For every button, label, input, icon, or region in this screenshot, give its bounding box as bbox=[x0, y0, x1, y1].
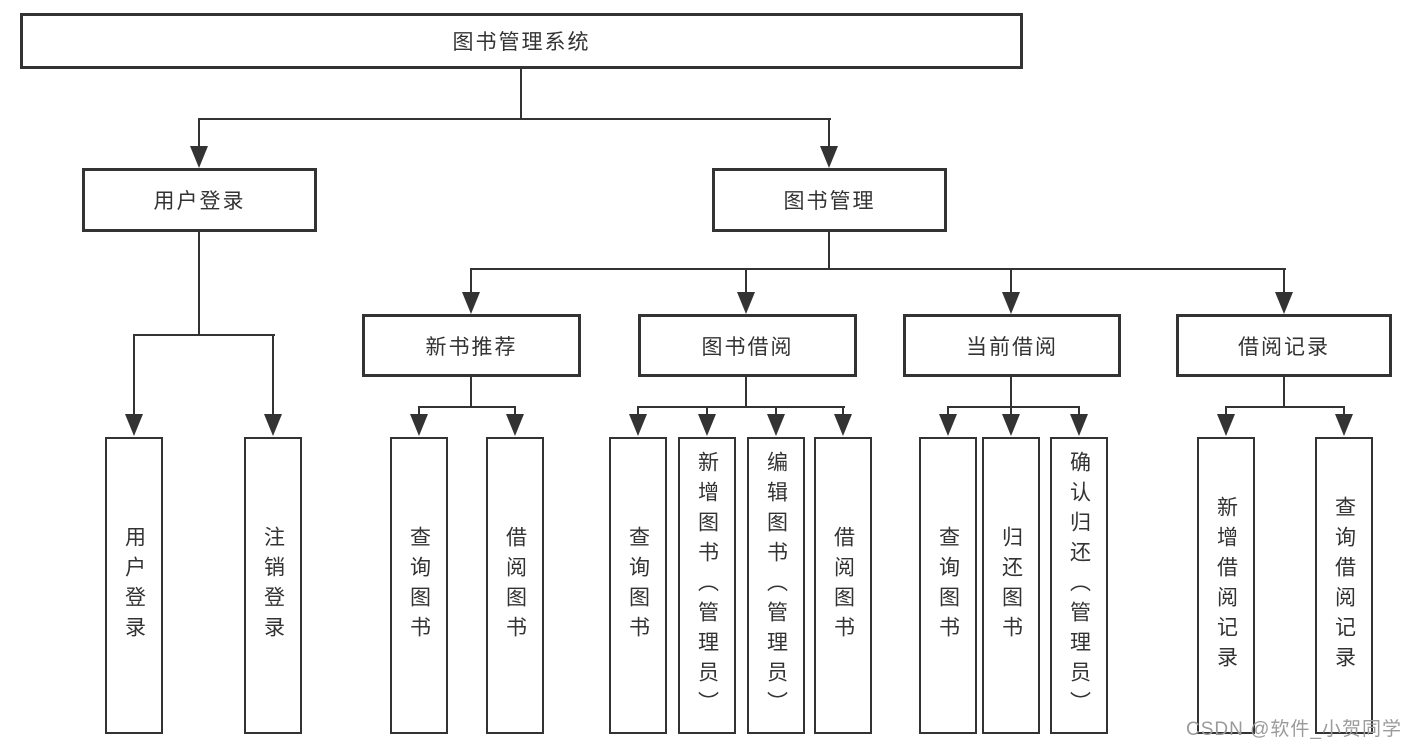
connector-line bbox=[637, 406, 845, 408]
connector-line bbox=[198, 118, 831, 120]
arrow-down-icon bbox=[820, 146, 838, 168]
leaf-confirm-return-admin: 确认归还（管理员） bbox=[1050, 437, 1108, 734]
arrow-down-icon bbox=[834, 414, 852, 436]
connector-line bbox=[842, 406, 844, 416]
node-label: 新增图书（管理员） bbox=[695, 450, 719, 721]
connector-line bbox=[1078, 406, 1080, 416]
arrow-down-icon bbox=[506, 414, 524, 436]
arrow-down-icon bbox=[1335, 414, 1353, 436]
arrow-down-icon bbox=[737, 292, 755, 314]
connector-line bbox=[418, 406, 420, 416]
leaf-query-books-borrowing: 查询图书 bbox=[609, 437, 667, 734]
connector-line bbox=[520, 69, 522, 119]
connector-line bbox=[1225, 406, 1227, 416]
arrow-down-icon bbox=[1275, 292, 1293, 314]
connector-line bbox=[1343, 406, 1345, 416]
connector-line bbox=[828, 118, 830, 148]
connector-line bbox=[1010, 377, 1012, 407]
leaf-logout: 注销登录 bbox=[244, 437, 302, 734]
leaf-edit-book-admin: 编辑图书（管理员） bbox=[747, 437, 805, 734]
connector-line bbox=[470, 377, 472, 407]
node-label: 图书管理 bbox=[783, 190, 876, 213]
connector-line bbox=[1283, 268, 1285, 294]
watermark: CSDN @软件_小贺同学 bbox=[1186, 719, 1402, 740]
connector-line bbox=[1283, 377, 1285, 407]
node-label: 查询图书 bbox=[626, 525, 650, 646]
connector-line bbox=[514, 406, 516, 416]
connector-line bbox=[947, 406, 1080, 408]
connector-line bbox=[1010, 268, 1012, 294]
connector-line bbox=[706, 406, 708, 416]
leaf-query-borrow-record: 查询借阅记录 bbox=[1315, 437, 1373, 734]
connector-line bbox=[775, 406, 777, 416]
connector-line bbox=[133, 334, 275, 336]
connector-line bbox=[418, 406, 516, 408]
node-label: 编辑图书（管理员） bbox=[764, 450, 788, 721]
node-library-management-system: 图书管理系统 bbox=[20, 13, 1023, 69]
leaf-return-book: 归还图书 bbox=[982, 437, 1040, 734]
node-label: 当前借阅 bbox=[966, 335, 1058, 359]
connector-line bbox=[470, 268, 472, 294]
connector-line bbox=[745, 377, 747, 407]
arrow-down-icon bbox=[264, 414, 282, 436]
node-user-login: 用户登录 bbox=[82, 168, 317, 232]
arrow-down-icon bbox=[410, 414, 428, 436]
node-label: 归还图书 bbox=[999, 525, 1023, 646]
leaf-borrow-books-borrowing: 借阅图书 bbox=[814, 437, 872, 734]
node-label: 确认归还（管理员） bbox=[1067, 450, 1091, 721]
node-book-management: 图书管理 bbox=[712, 168, 947, 232]
arrow-down-icon bbox=[1070, 414, 1088, 436]
node-label: 图书借阅 bbox=[701, 335, 794, 359]
node-label: 借阅记录 bbox=[1238, 335, 1330, 359]
leaf-query-books-recommend: 查询图书 bbox=[390, 437, 448, 734]
node-label: 查询图书 bbox=[936, 525, 960, 646]
node-label: 新增借阅记录 bbox=[1214, 495, 1238, 676]
node-current-borrowing: 当前借阅 bbox=[903, 314, 1121, 377]
connector-line bbox=[198, 118, 200, 148]
arrow-down-icon bbox=[1002, 292, 1020, 314]
node-label: 查询图书 bbox=[407, 525, 431, 646]
connector-line bbox=[947, 406, 949, 416]
leaf-add-borrow-record: 新增借阅记录 bbox=[1197, 437, 1255, 734]
connector-line bbox=[1225, 406, 1345, 408]
arrow-down-icon bbox=[629, 414, 647, 436]
arrow-down-icon bbox=[1002, 414, 1020, 436]
connector-line bbox=[198, 232, 200, 336]
node-borrowing-records: 借阅记录 bbox=[1176, 314, 1392, 377]
leaf-add-book-admin: 新增图书（管理员） bbox=[678, 437, 736, 734]
arrow-down-icon bbox=[939, 414, 957, 436]
connector-line bbox=[828, 232, 830, 270]
leaf-query-books-current: 查询图书 bbox=[919, 437, 977, 734]
node-label: 用户登录 bbox=[153, 190, 246, 213]
node-label: 查询借阅记录 bbox=[1332, 495, 1356, 676]
leaf-user-login: 用户登录 bbox=[105, 437, 163, 734]
node-label: 图书管理系统 bbox=[452, 31, 591, 54]
arrow-down-icon bbox=[125, 414, 143, 436]
arrow-down-icon bbox=[190, 146, 208, 168]
arrow-down-icon bbox=[462, 292, 480, 314]
connector-line bbox=[745, 268, 747, 294]
leaf-borrow-books-recommend: 借阅图书 bbox=[486, 437, 544, 734]
node-label: 注销登录 bbox=[261, 525, 285, 646]
node-label: 借阅图书 bbox=[831, 525, 855, 646]
arrow-down-icon bbox=[1217, 414, 1235, 436]
node-new-book-recommendation: 新书推荐 bbox=[362, 314, 581, 377]
node-book-borrowing: 图书借阅 bbox=[638, 314, 857, 377]
connector-line bbox=[133, 334, 135, 416]
connector-line bbox=[1010, 406, 1012, 416]
node-label: 借阅图书 bbox=[503, 525, 527, 646]
arrow-down-icon bbox=[767, 414, 785, 436]
node-label: 新书推荐 bbox=[425, 335, 518, 359]
connector-line bbox=[272, 334, 274, 416]
node-label: 用户登录 bbox=[122, 525, 146, 646]
connector-line bbox=[470, 268, 1286, 270]
arrow-down-icon bbox=[698, 414, 716, 436]
connector-line bbox=[637, 406, 639, 416]
